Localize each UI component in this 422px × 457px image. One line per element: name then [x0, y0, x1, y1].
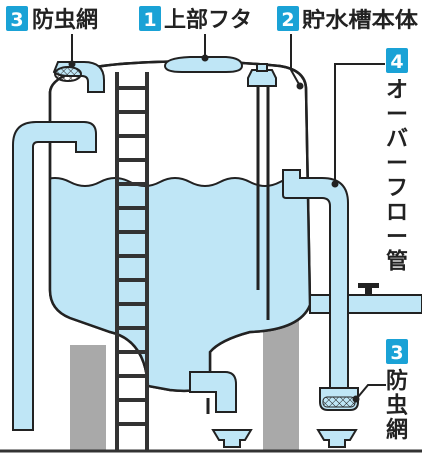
level-sensor-cap: [247, 69, 277, 87]
tank-leg-right: [263, 320, 299, 450]
vertical-label-char: バ: [386, 127, 408, 152]
badge-4: [386, 48, 408, 73]
badge-2: [277, 6, 299, 31]
svg-text:3: 3: [390, 342, 403, 364]
svg-text:上部フタ: 上部フタ: [164, 7, 252, 33]
vertical-label-char: ー: [386, 103, 408, 128]
drain-pipe: [189, 371, 237, 413]
vertical-label-char: オ: [386, 78, 408, 103]
vertical-label-char: 防: [386, 369, 408, 394]
ladder-rungs: [117, 86, 147, 426]
svg-text:2: 2: [281, 9, 294, 31]
label-top-lid: 1 上部フタ: [139, 6, 252, 33]
leader-dots: [68, 54, 360, 403]
vertical-label-char: 網: [386, 417, 408, 443]
label-insect-screen-bottom: 3 防虫網: [386, 339, 408, 443]
leader-lines: [71, 34, 386, 398]
badge-3-bottom: [386, 339, 408, 364]
vertical-label-char: フ: [386, 176, 408, 201]
supply-valve-stem: [365, 288, 372, 296]
badge-3-top: [6, 6, 28, 31]
svg-text:防虫網: 防虫網: [32, 7, 98, 33]
vertical-label-char: 虫: [386, 393, 408, 419]
drain-funnel-center: [211, 429, 253, 448]
insect-screen-bottom-text: 防虫網: [386, 369, 408, 443]
insect-screen-top: [54, 66, 82, 82]
vertical-label-char: 管: [386, 249, 408, 275]
label-insect-screen-top: 3 防虫網: [6, 6, 98, 33]
badge-1: [139, 6, 161, 31]
svg-text:貯水槽本体: 貯水槽本体: [302, 8, 419, 32]
svg-text:3: 3: [10, 9, 23, 31]
inlet-pipe: [12, 121, 97, 431]
label-tank-body: 2 貯水槽本体: [277, 6, 419, 32]
svg-text:4: 4: [390, 51, 403, 73]
water-surface: [50, 177, 310, 187]
svg-text:1: 1: [143, 9, 156, 31]
supply-pipe: [309, 294, 422, 314]
tank-leg-left: [70, 345, 106, 450]
supply-valve-handle: [358, 283, 379, 288]
drain-funnel-right: [316, 429, 358, 448]
vertical-label-char: ー: [386, 225, 408, 250]
vertical-label-char: ー: [386, 152, 408, 177]
vertical-label-char: ロ: [386, 201, 408, 226]
top-lid: [163, 56, 244, 73]
